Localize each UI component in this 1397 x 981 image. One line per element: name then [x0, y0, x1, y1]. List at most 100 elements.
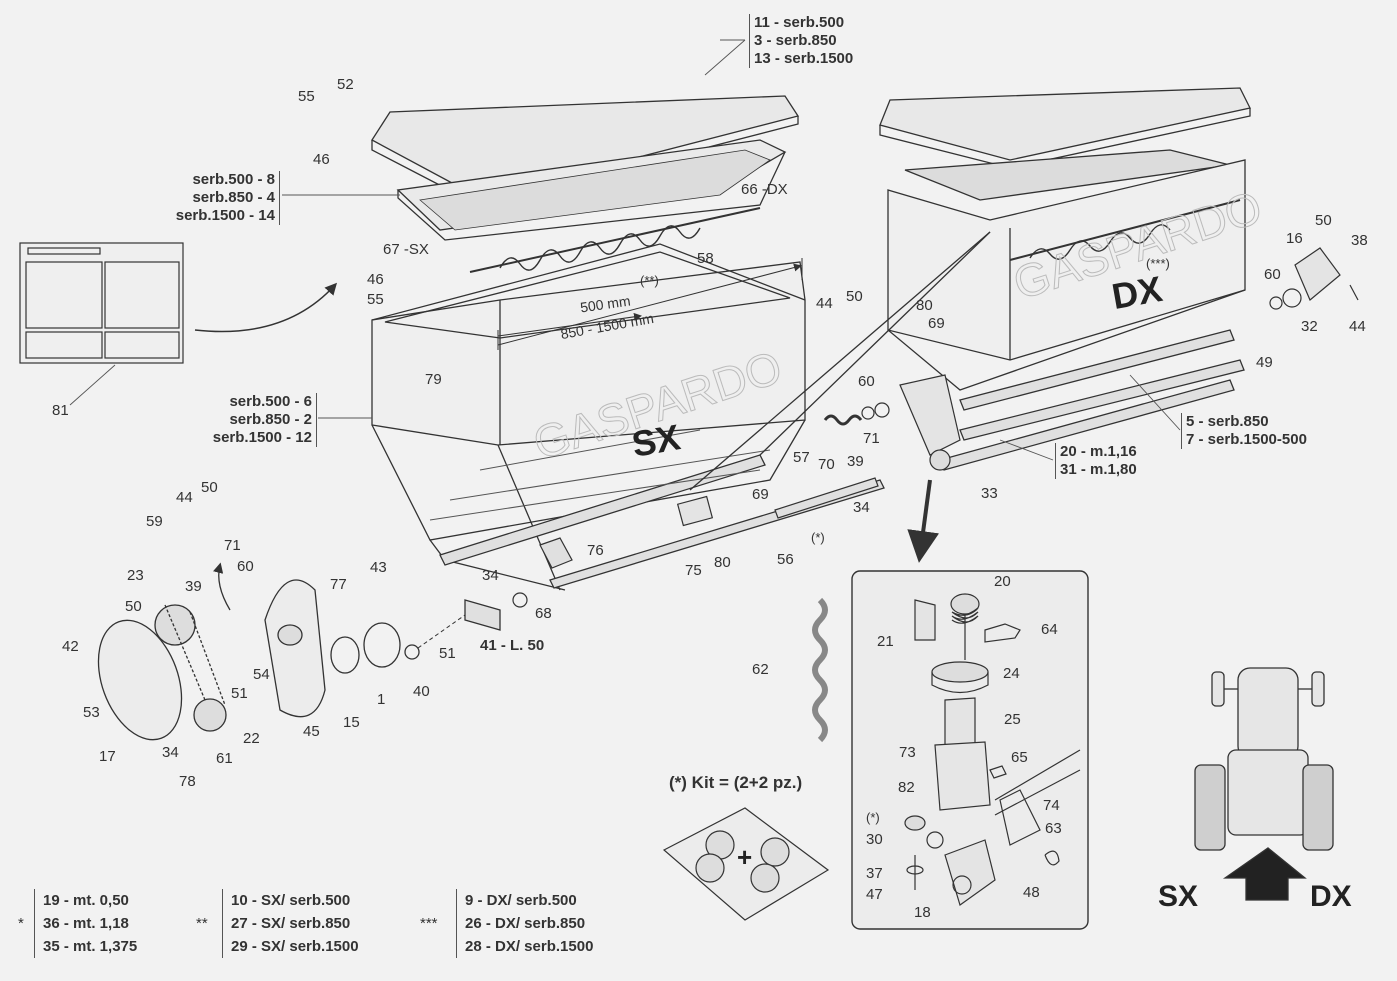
part-number: 51 — [439, 645, 456, 662]
part-number: 39 — [847, 453, 864, 470]
part-number: 21 — [877, 633, 894, 650]
legend-row: 19 - mt. 0,50 — [43, 892, 129, 909]
part-number: 15 — [343, 714, 360, 731]
kit-plus-sign: + — [737, 842, 753, 872]
part-number: 79 — [425, 371, 442, 388]
part-number: 71 — [863, 430, 880, 447]
legend-marker: * — [18, 915, 24, 932]
rail-variant-row: 5 - serb.850 — [1186, 413, 1269, 430]
part-number: 76 — [587, 542, 604, 559]
part-number: 77 — [330, 576, 347, 593]
part-number: 64 — [1041, 621, 1058, 638]
part-number: 47 — [866, 886, 883, 903]
lid-variant-row: 13 - serb.1500 — [754, 50, 854, 67]
left-hopper: GASPARDO — [371, 95, 885, 591]
bar-variant-row: 31 - m.1,80 — [1060, 461, 1137, 478]
part-number: 70 — [818, 456, 835, 473]
part-number: 82 — [898, 779, 915, 796]
auger-sx-label: 67 -SX — [383, 241, 429, 258]
part-number: 25 — [1004, 711, 1021, 728]
part-number: 44 — [816, 295, 833, 312]
part-number: 40 — [413, 683, 430, 700]
part-number: 17 — [99, 748, 116, 765]
note-triple-star: (***) — [1146, 256, 1170, 271]
part-number: 56 — [777, 551, 794, 568]
part-number: 24 — [1003, 665, 1020, 682]
hopper-label-sx: SX — [628, 416, 684, 465]
part-number: 61 — [216, 750, 233, 767]
kit-title: (*) Kit = (2+2 pz.) — [669, 773, 803, 792]
metering-parts — [512, 374, 961, 743]
part-number: 60 — [237, 558, 254, 575]
part-number: 68 — [535, 605, 552, 622]
part-number: 46 — [313, 151, 330, 168]
bar-variant-row: 20 - m.1,16 — [1060, 443, 1137, 460]
legend-table-3: *** 9 - DX/ serb.500 26 - DX/ serb.850 2… — [420, 889, 593, 958]
screen-variant-tag: serb.500 - 8 serb.850 - 4 serb.1500 - 14 — [163, 171, 280, 225]
part-number: 39 — [185, 578, 202, 595]
part-number: 33 — [981, 485, 998, 502]
legend-table-2: ** 10 - SX/ serb.500 27 - SX/ serb.850 2… — [196, 889, 359, 958]
body-variant-row: serb.1500 - 12 — [212, 429, 312, 446]
part-number: 55 — [298, 88, 315, 105]
kit-illustration — [662, 807, 830, 921]
part-number: 58 — [697, 250, 714, 267]
legend-row: 9 - DX/ serb.500 — [465, 892, 577, 909]
part-41-label: 41 - L. 50 — [480, 637, 544, 654]
screen-variant-row: serb.1500 - 14 — [175, 207, 275, 224]
part-number: 44 — [1349, 318, 1366, 335]
body-variant-row: serb.500 - 6 — [229, 393, 312, 410]
part-number: 34 — [482, 567, 499, 584]
part-number: 54 — [253, 666, 270, 683]
tractor-right-label: DX — [1310, 880, 1352, 913]
note-double-star: (**) — [640, 273, 659, 288]
note-star: (*) — [866, 810, 880, 825]
tractor-icon — [1194, 667, 1334, 901]
legend-marker: *** — [420, 915, 438, 932]
lid-variant-tag: 11 - serb.500 3 - serb.850 13 - serb.150… — [749, 14, 853, 68]
part-number: 80 — [916, 297, 933, 314]
part-number: 22 — [243, 730, 260, 747]
part-number: 75 — [685, 562, 702, 579]
part-number: 53 — [83, 704, 100, 721]
note-star: (*) — [811, 530, 825, 545]
part-number: 50 — [1315, 212, 1332, 229]
legend-marker: ** — [196, 915, 208, 932]
part-number: 65 — [1011, 749, 1028, 766]
body-variant-tag: serb.500 - 6 serb.850 - 2 serb.1500 - 12 — [200, 393, 317, 447]
part-number: 23 — [127, 567, 144, 584]
part-number: 49 — [1256, 354, 1273, 371]
part-number: 57 — [793, 449, 810, 466]
part-number: 73 — [899, 744, 916, 761]
part-number: 42 — [62, 638, 79, 655]
part-number-labels: 55 52 46 58 46 55 81 79 44 50 80 69 60 7… — [52, 76, 1368, 921]
right-hopper: GASPARDO — [689, 87, 1268, 491]
part-number: 78 — [179, 773, 196, 790]
rail-variant-row: 7 - serb.1500-500 — [1186, 431, 1307, 448]
part-number: 50 — [201, 479, 218, 496]
part-number: 62 — [752, 661, 769, 678]
part-number: 44 — [176, 489, 193, 506]
rail-variant-tag: 5 - serb.850 7 - serb.1500-500 — [1181, 413, 1307, 449]
part-number: 37 — [866, 865, 883, 882]
part-number: 55 — [367, 291, 384, 308]
tractor-left-label: SX — [1158, 880, 1199, 913]
legend-table-1: * 19 - mt. 0,50 36 - mt. 1,18 35 - mt. 1… — [18, 889, 137, 958]
detail-inset — [851, 570, 1089, 930]
part-number: 18 — [914, 904, 931, 921]
part-number: 52 — [337, 76, 354, 93]
part-number: 34 — [853, 499, 870, 516]
lid-variant-row: 3 - serb.850 — [754, 32, 837, 49]
legend-row: 36 - mt. 1,18 — [43, 915, 129, 932]
part-number: 32 — [1301, 318, 1318, 335]
part-number: 30 — [866, 831, 883, 848]
chain-drive-assembly — [97, 562, 501, 741]
part-number: 81 — [52, 402, 69, 419]
part-number: 20 — [994, 573, 1011, 590]
part-number: 59 — [146, 513, 163, 530]
part-number: 51 — [231, 685, 248, 702]
part-number: 34 — [162, 744, 179, 761]
part-number: 50 — [125, 598, 142, 615]
hopper-label-dx: DX — [1108, 267, 1166, 318]
part-number: 46 — [367, 271, 384, 288]
